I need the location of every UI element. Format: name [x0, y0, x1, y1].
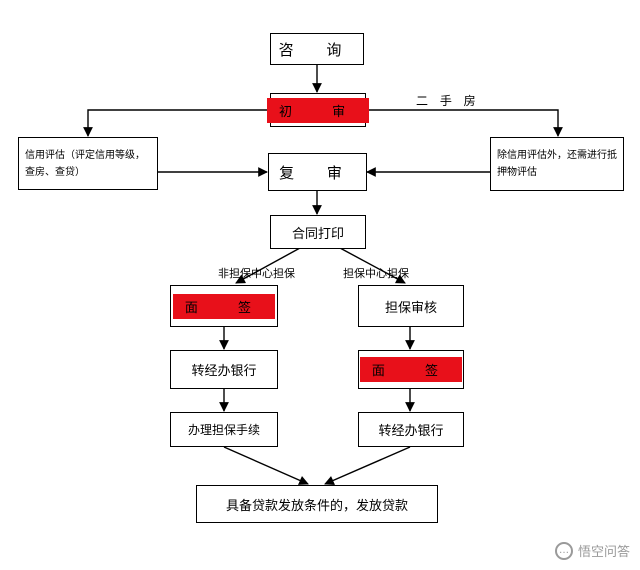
face-sign-right-label: 面 签 [359, 357, 463, 382]
initial-review-label: 初 审 [266, 97, 370, 123]
chat-bubble-icon: … [554, 541, 573, 560]
credit-eval-left-node: 信用评估（评定信用等级，查房、查贷） [18, 137, 158, 190]
consult-label: 咨 询 [278, 40, 356, 59]
face-sign-left-label: 面 签 [172, 293, 276, 319]
re-review-node: 复 审 [268, 153, 367, 191]
contract-print-label: 合同打印 [291, 226, 344, 242]
final-label: 具备贷款发放条件的，发放贷款 [225, 498, 408, 514]
watermark-text: 悟空问答 [577, 545, 630, 560]
face-sign-right-node: 面 签 [358, 350, 464, 389]
transfer-bank-right-node: 转经办银行 [358, 412, 464, 447]
guarantee-review-node: 担保审核 [358, 285, 464, 327]
guarantee-review-label: 担保审核 [384, 300, 437, 316]
transfer-bank-left-node: 转经办银行 [170, 350, 278, 389]
final-node: 具备贷款发放条件的，发放贷款 [196, 485, 438, 523]
second-hand-label: 二 手 房 [416, 94, 480, 108]
transfer-bank-left-label: 转经办银行 [191, 364, 257, 379]
re-review-label: 复 审 [279, 163, 356, 182]
guarantee-procedures-label: 办理担保手续 [187, 423, 260, 437]
guarantee-label: 担保中心担保 [343, 267, 409, 280]
contract-print-node: 合同打印 [270, 215, 366, 249]
initial-review-node: 初 审 [266, 93, 370, 127]
credit-eval-right-node: 除信用评估外，还需进行抵押物评估 [490, 137, 624, 191]
consult-node: 咨 询 [270, 33, 364, 65]
credit-eval-left-label: 信用评估（评定信用等级，查房、查贷） [25, 149, 145, 178]
face-sign-left-node: 面 签 [170, 285, 278, 327]
credit-eval-right-label: 除信用评估外，还需进行抵押物评估 [497, 150, 617, 178]
non-guarantee-label: 非担保中心担保 [218, 267, 295, 280]
watermark: … 悟空问答 [554, 541, 630, 560]
guarantee-procedures-node: 办理担保手续 [170, 412, 278, 447]
transfer-bank-right-label: 转经办银行 [378, 424, 444, 439]
